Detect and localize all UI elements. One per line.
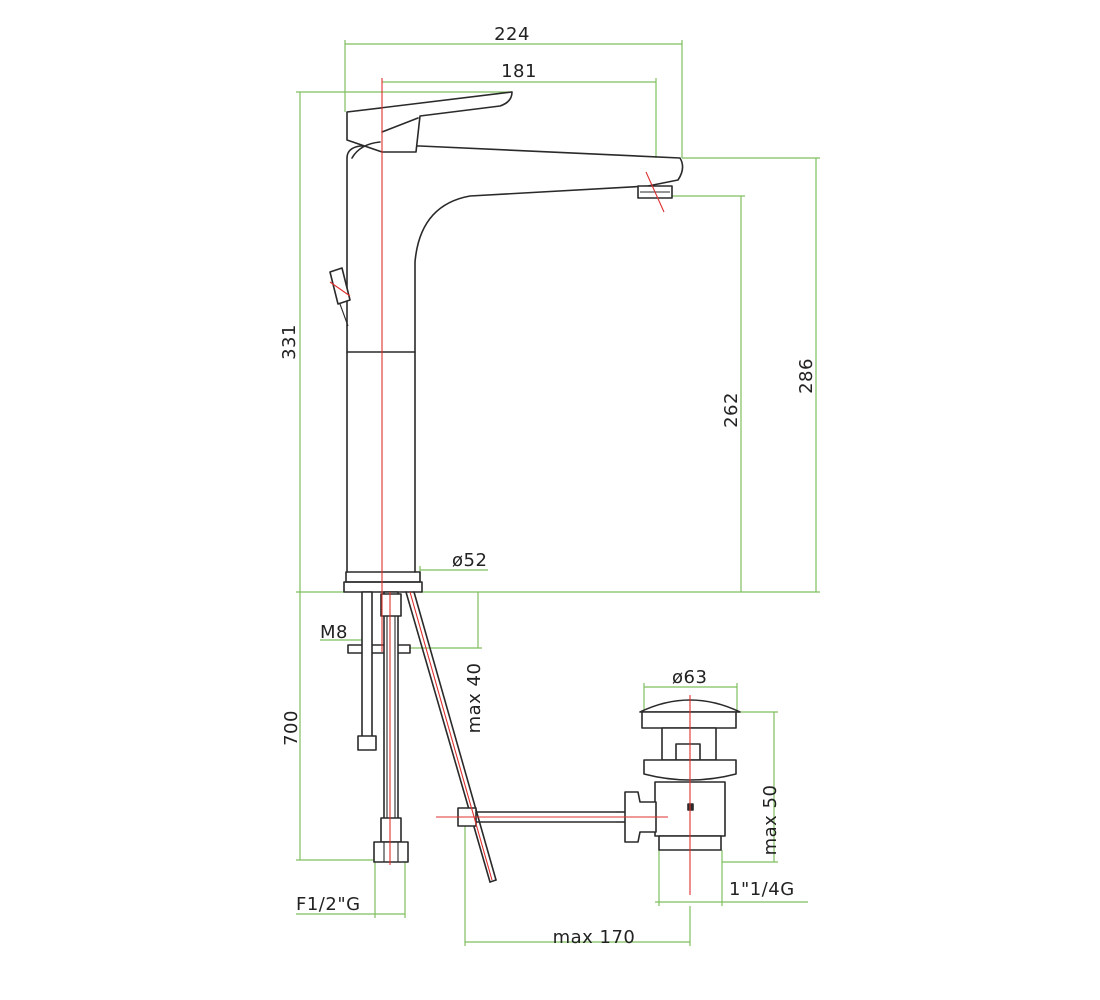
height-to-aerator-label: 262 <box>721 392 742 428</box>
height-to-spout-top-label: 286 <box>796 358 817 394</box>
spout-reach-label: 181 <box>501 61 537 82</box>
waste-thread-label: 1"1/4G <box>729 879 795 900</box>
max-rod-reach-label: max 170 <box>553 927 636 948</box>
stud-thread-label: M8 <box>320 622 348 643</box>
faucet-body <box>329 91 684 593</box>
hose-length-label: 700 <box>281 710 302 746</box>
under-deck-assembly <box>347 591 741 883</box>
dimension-lines <box>296 40 820 946</box>
center-lines <box>329 78 691 895</box>
overall-height-label: 331 <box>279 324 300 360</box>
max-basin-thickness-label: max 50 <box>760 785 781 856</box>
overall-width-label: 224 <box>494 24 530 45</box>
waste-diameter-label: ø63 <box>672 667 707 688</box>
dimension-labels: 224 181 331 286 262 ø52 M8 max 40 700 F1… <box>279 24 817 948</box>
max-deck-thickness-label: max 40 <box>464 663 485 734</box>
base-diameter-label: ø52 <box>452 550 487 571</box>
hose-connection-label: F1/2"G <box>296 894 361 915</box>
